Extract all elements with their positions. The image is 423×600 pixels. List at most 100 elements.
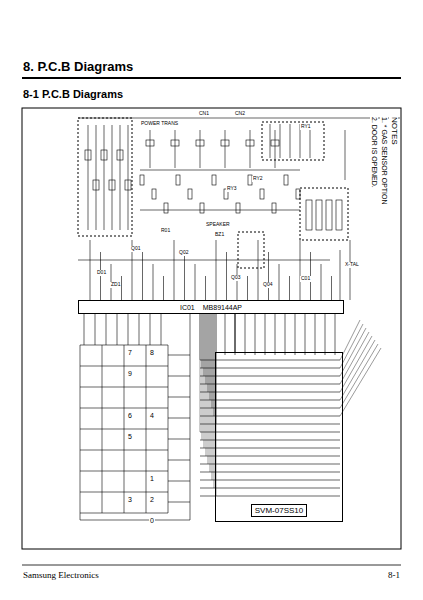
component-symbol — [306, 200, 312, 230]
wire — [80, 471, 168, 472]
wire — [120, 125, 121, 230]
wire — [200, 464, 340, 465]
display-module: SVM-07SS10 — [215, 352, 343, 522]
wire — [335, 314, 336, 355]
wire — [340, 324, 363, 368]
note-text: 1. * GAS SENSOR OPTION — [380, 116, 388, 206]
wire — [200, 440, 340, 441]
page-title: 8. P.C.B Diagrams — [22, 60, 134, 74]
component-symbol — [284, 175, 288, 185]
wire — [226, 252, 227, 300]
key-label: 1 — [149, 475, 155, 483]
wire — [345, 130, 346, 180]
wire — [216, 240, 217, 300]
wire — [117, 314, 118, 345]
component-symbol — [272, 203, 276, 213]
key-label: 5 — [127, 433, 133, 441]
wire — [112, 125, 113, 230]
wire — [200, 472, 340, 473]
part-name: R01 — [160, 228, 171, 234]
component-symbol — [296, 189, 300, 199]
wire — [128, 125, 129, 230]
part-name: ZD1 — [110, 282, 121, 288]
wire — [270, 124, 271, 158]
part-name: CN1 — [198, 111, 210, 117]
wire — [121, 276, 122, 300]
wire — [208, 314, 209, 464]
wire — [80, 429, 168, 430]
key-label: 0 — [149, 517, 155, 525]
wire — [80, 520, 190, 521]
wire — [247, 276, 248, 300]
component-symbol — [236, 203, 240, 213]
key-label: 4 — [149, 412, 155, 420]
wire — [90, 240, 91, 300]
wire — [84, 314, 85, 345]
component-symbol — [260, 189, 264, 199]
wire — [275, 314, 276, 355]
wire — [200, 480, 340, 481]
wire — [204, 314, 205, 448]
wire — [153, 264, 154, 300]
wire — [206, 314, 207, 456]
wire — [190, 314, 191, 520]
ic-chip: IC01MB89144AP — [78, 300, 344, 314]
wire — [80, 387, 168, 388]
wire — [200, 496, 340, 497]
wire — [321, 264, 322, 300]
part-name: Q01 — [130, 246, 141, 252]
key-label: 7 — [127, 349, 133, 357]
part-name: Q04 — [262, 282, 273, 288]
wire — [300, 240, 301, 300]
wire — [163, 276, 164, 300]
wire — [168, 481, 190, 482]
wire — [340, 320, 360, 360]
wire — [142, 252, 143, 300]
part-name: Q03 — [230, 275, 241, 281]
wire — [195, 264, 196, 300]
wire — [237, 264, 238, 300]
component-symbol — [93, 180, 99, 190]
wire — [202, 314, 203, 440]
wire — [88, 125, 89, 230]
part-name: Q02 — [178, 250, 189, 256]
wire — [340, 340, 375, 400]
wire — [280, 124, 281, 158]
component-symbol — [221, 140, 229, 146]
wire — [140, 170, 300, 171]
part-name: RY1 — [300, 124, 312, 130]
wire — [200, 456, 340, 457]
part-name: RY2 — [252, 176, 264, 182]
wire — [235, 314, 236, 355]
wire — [80, 513, 81, 520]
component-symbol — [188, 189, 192, 199]
component-symbol — [152, 189, 156, 199]
wire — [210, 314, 211, 472]
wire — [175, 130, 176, 168]
key-label: 2 — [149, 496, 155, 504]
page-number: 8-1 — [387, 571, 401, 581]
part-name: C01 — [300, 276, 311, 282]
part-name: BZ1 — [214, 232, 225, 238]
wire — [225, 130, 226, 168]
component-symbol — [85, 150, 91, 160]
wire — [340, 336, 372, 392]
wire — [78, 260, 330, 261]
node-text: SVM-07SS10 — [251, 504, 307, 517]
component-symbol — [117, 150, 123, 160]
wire — [200, 384, 340, 385]
bus-connector — [235, 314, 236, 352]
component-symbol — [176, 175, 180, 185]
wire — [265, 314, 266, 355]
wire — [245, 314, 246, 355]
wire — [100, 252, 101, 300]
part-name: CN2 — [234, 111, 246, 117]
wire — [279, 264, 280, 300]
wire — [200, 400, 340, 401]
wire — [161, 314, 162, 345]
wire — [150, 130, 151, 168]
wire — [200, 360, 340, 361]
node-text: MB89144AP — [203, 304, 242, 311]
note-text: 2. DOOR IS OPENED. — [370, 116, 378, 189]
part-name: RY3 — [226, 186, 238, 192]
